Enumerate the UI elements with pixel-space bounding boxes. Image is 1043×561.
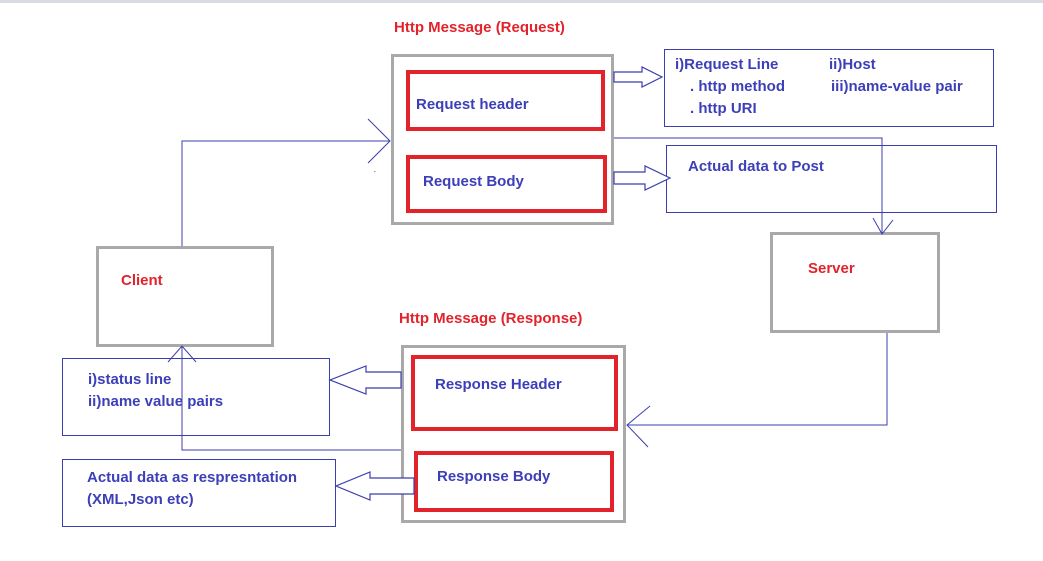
request-body-note [666, 145, 997, 213]
response-body-box [414, 451, 614, 512]
http-method-text: . http method [690, 78, 785, 95]
body-to-note-arrow [613, 165, 672, 191]
server-to-response-line [627, 333, 888, 426]
request-header-label: Request header [416, 96, 529, 113]
request-to-server-arrowhead [872, 217, 894, 235]
response-body-note-text: Actual data as respresntation (XML,Json … [87, 469, 298, 508]
client-label: Client [121, 272, 163, 289]
host-text: ii)Host [829, 56, 876, 73]
response-body-note [62, 459, 336, 527]
request-header-note [664, 49, 994, 127]
name-value-pairs-text: ii)name value pairs [88, 393, 224, 410]
stray-dot: . [374, 168, 376, 174]
server-label: Server [808, 260, 855, 277]
request-body-label: Request Body [423, 173, 524, 190]
response-body-label: Response Body [437, 468, 551, 485]
request-body-note-text: Actual data to Post [688, 158, 824, 175]
response-body-to-note-arrow [334, 471, 415, 501]
server-to-response-arrowhead [626, 405, 651, 448]
response-to-client-line [181, 346, 401, 451]
response-header-box [411, 355, 618, 431]
response-to-client-arrowhead [167, 345, 197, 363]
request-to-server-line [614, 137, 883, 234]
http-uri-text: . http URI [690, 100, 757, 117]
request-header-box [406, 70, 605, 131]
client-to-request-arrowhead [367, 118, 391, 164]
response-header-label: Response Header [435, 376, 562, 393]
top-border [0, 0, 1043, 3]
response-header-note [62, 358, 330, 436]
request-title: Http Message (Request) [394, 19, 565, 36]
request-body-box [406, 155, 607, 213]
response-header-to-note-arrow [328, 365, 402, 395]
name-value-pair-text: iii)name-value pair [831, 78, 963, 95]
server-node [770, 232, 940, 333]
client-node [96, 246, 274, 347]
client-to-request-line [181, 140, 390, 246]
status-line-text: i)status line [88, 371, 172, 388]
request-line-text: i)Request Line [675, 56, 779, 73]
response-title: Http Message (Response) [399, 310, 583, 327]
header-to-note-arrow [613, 66, 664, 88]
